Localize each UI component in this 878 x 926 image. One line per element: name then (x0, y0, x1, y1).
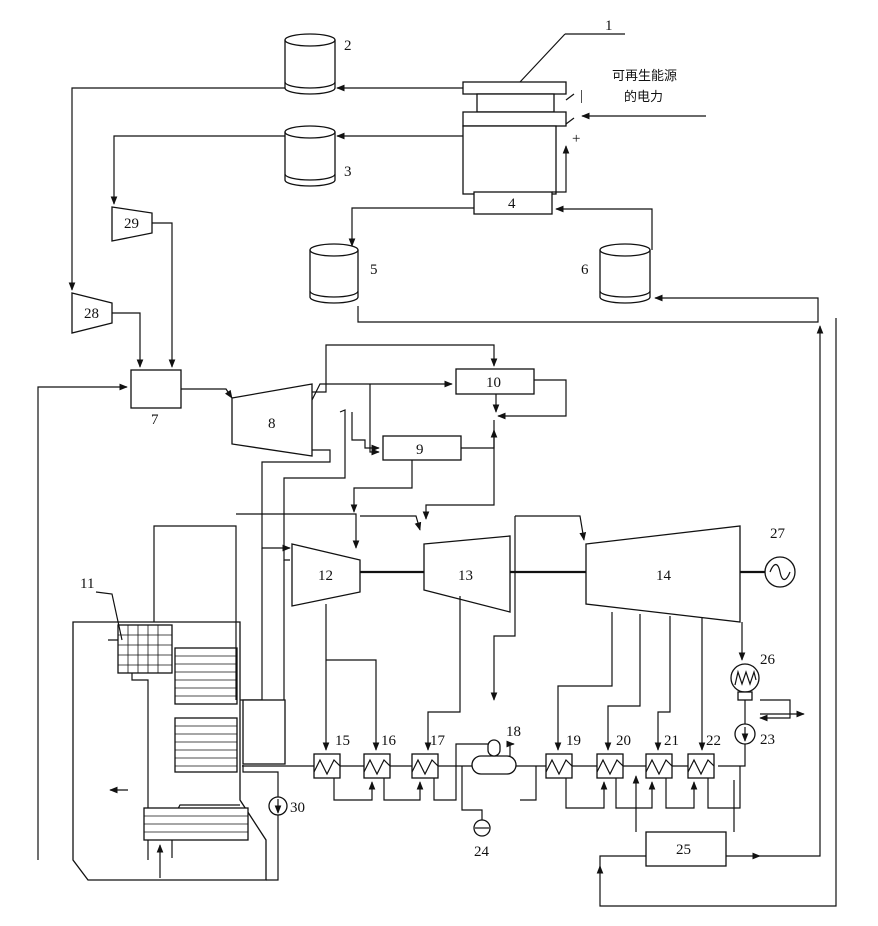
pump-30 (269, 797, 287, 815)
heater-21 (646, 754, 672, 778)
heater-20 (597, 754, 623, 778)
label-tank-5: 5 (370, 262, 378, 278)
label-heater-17: 17 (430, 733, 446, 749)
tank-3 (285, 126, 335, 186)
renewable-label-line1: 可再生能源 (612, 69, 677, 84)
label-compressor-28: 28 (84, 306, 99, 322)
label-generator: 27 (770, 526, 786, 542)
tank-6 (600, 244, 650, 303)
label-turbine-8: 8 (268, 416, 276, 432)
deaerator (472, 740, 516, 774)
label-exchanger-9: 9 (416, 442, 424, 458)
label-ip-turbine: 13 (458, 568, 473, 584)
electrolyzer-terminals (566, 94, 574, 124)
label-pump-23: 23 (760, 732, 775, 748)
terminal-minus: | (580, 88, 583, 104)
tank-5 (310, 244, 358, 303)
label-heater-21: 21 (664, 733, 679, 749)
label-mixer: 7 (151, 412, 159, 428)
drain-pipes (334, 744, 740, 820)
label-heater-16: 16 (381, 733, 397, 749)
label-separator: 4 (508, 196, 516, 212)
label-unit-25: 25 (676, 842, 691, 858)
boiler-tube-bank-2 (175, 648, 237, 704)
heater-16 (364, 754, 390, 778)
heater-15 (314, 754, 340, 778)
terminal-plus: + (572, 131, 580, 147)
label-tank-2: 2 (344, 38, 352, 54)
heater-17 (412, 754, 438, 778)
boiler-tube-bank-1 (118, 625, 172, 673)
label-boiler: 11 (80, 576, 94, 592)
label-hp-turbine: 12 (318, 568, 333, 584)
label-heater-15: 15 (335, 733, 350, 749)
boiler-tube-bank-3 (175, 718, 237, 772)
pump-23 (735, 724, 755, 744)
boiler-tube-bank-4 (144, 808, 248, 840)
label-tank-3: 3 (344, 164, 352, 180)
condenser (731, 664, 759, 700)
generator (765, 557, 795, 587)
label-compressor-29: 29 (124, 216, 139, 232)
pump-24 (474, 820, 490, 836)
boiler (73, 622, 266, 880)
label-heater-20: 20 (616, 733, 631, 749)
label-heater-19: 19 (566, 733, 581, 749)
electrolyzer (463, 34, 625, 194)
heater-19 (546, 754, 572, 778)
heater-22 (688, 754, 714, 778)
tank-2 (285, 34, 335, 94)
label-heater-22: 22 (706, 733, 721, 749)
mixer (131, 370, 181, 408)
label-exchanger-10: 10 (486, 375, 501, 391)
label-tank-6: 6 (581, 262, 589, 278)
label-electrolyzer: 1 (605, 18, 613, 34)
label-lp-turbine: 14 (656, 568, 672, 584)
label-pump-24: 24 (474, 844, 490, 860)
renewable-label-line2: 的电力 (624, 89, 663, 105)
label-pump-30: 30 (290, 800, 305, 816)
label-condenser: 26 (760, 652, 776, 668)
label-deaerator: 18 (506, 724, 521, 740)
